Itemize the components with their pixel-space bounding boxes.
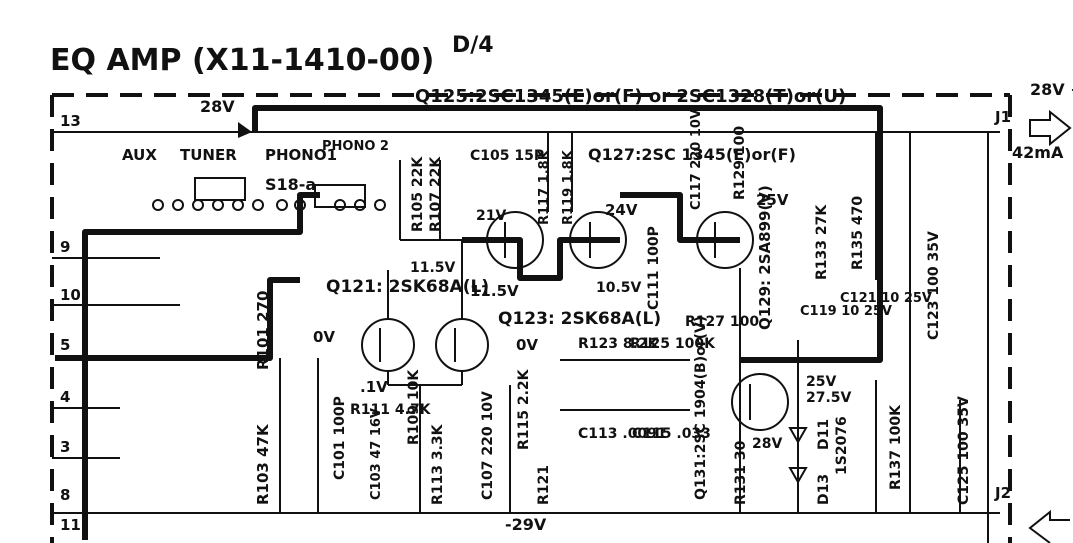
rail-arrow	[238, 122, 252, 138]
board-outline	[50, 93, 1012, 543]
svg-text:C123 100 35V: C123 100 35V	[926, 231, 942, 340]
aux-label: AUX	[122, 146, 157, 164]
svg-text:Q127:2SC 1345(E)or(F): Q127:2SC 1345(E)or(F)	[588, 145, 796, 164]
wiring	[279, 132, 989, 543]
svg-text:R135 470: R135 470	[850, 196, 866, 270]
svg-text:R137 100K: R137 100K	[888, 404, 904, 490]
svg-text:9: 9	[60, 238, 70, 256]
schematic-title: EQ AMP (X11-1410-00)	[50, 43, 434, 78]
svg-text:R111 4.7K: R111 4.7K	[350, 402, 432, 418]
svg-text:R107 22K: R107 22K	[428, 156, 444, 232]
svg-text:R105 22K: R105 22K	[410, 156, 426, 232]
svg-text:13: 13	[60, 112, 81, 130]
svg-text:R109 10K: R109 10K	[406, 369, 422, 445]
svg-text:C103 47 16V: C103 47 16V	[369, 408, 384, 500]
input-arrow-icon	[1028, 509, 1070, 543]
svg-text:1S2076: 1S2076	[834, 416, 850, 475]
transistor-q131: Q131:2SC 1904(B)or(V)	[693, 316, 789, 500]
svg-text:Q121: 2SK68A(L): Q121: 2SK68A(L)	[326, 277, 489, 297]
svg-text:5: 5	[60, 336, 70, 354]
supply-current: 42mA	[1012, 143, 1064, 162]
svg-text:11: 11	[60, 516, 81, 534]
svg-text:C113 .0091: C113 .0091	[578, 426, 667, 442]
svg-text:25V: 25V	[756, 191, 789, 209]
svg-text:10: 10	[60, 286, 81, 304]
svg-text:C125 100 35V: C125 100 35V	[956, 396, 972, 505]
svg-text:C117 220 10V: C117 220 10V	[689, 109, 704, 210]
svg-text:25V: 25V	[806, 374, 836, 390]
svg-text:C105 15P: C105 15P	[470, 148, 544, 164]
tuner-label: TUNER	[180, 146, 237, 164]
svg-text:4: 4	[60, 388, 70, 406]
svg-text:21V: 21V	[476, 208, 506, 224]
phono2-label: PHONO 2	[322, 139, 389, 154]
diodes: D11 D13 1S2076	[788, 416, 850, 505]
svg-text:R125 100K: R125 100K	[630, 336, 716, 352]
svg-text:C119 10 25V: C119 10 25V	[800, 304, 892, 319]
transistor-q121: Q121: 2SK68A(L)	[326, 277, 489, 372]
svg-text:C121 10 25V: C121 10 25V	[840, 291, 932, 306]
jack-j2: J2	[994, 484, 1011, 502]
svg-text:R127 100: R127 100	[685, 314, 759, 330]
svg-text:11.5V: 11.5V	[470, 282, 519, 300]
svg-text:24V: 24V	[605, 201, 638, 219]
resistor-labels: R101 270 R103 47K R105 22K R107 22K R111…	[254, 126, 904, 505]
svg-text:R115 2.2K: R115 2.2K	[516, 368, 532, 450]
header-transistor-label: Q125:2SC1345(E)or(F) or 2SC1328(T)or(U)	[415, 86, 846, 107]
svg-text:C111 100P: C111 100P	[646, 226, 662, 310]
pin-labels: 13 9 10 5 4 3 8 11	[60, 112, 81, 534]
signal-path	[55, 105, 883, 540]
svg-text:.1V: .1V	[360, 378, 388, 396]
svg-text:11.5V: 11.5V	[410, 260, 456, 276]
svg-text:0V: 0V	[516, 336, 538, 354]
phono1-label: PHONO1	[265, 146, 337, 164]
svg-text:R101 270: R101 270	[254, 291, 272, 370]
output-arrow-icon	[1029, 109, 1072, 147]
svg-text:C115 .033: C115 .033	[632, 426, 711, 442]
svg-text:C101 100P: C101 100P	[332, 396, 348, 480]
svg-text:27.5V: 27.5V	[806, 390, 852, 406]
svg-text:R119 1.8K: R119 1.8K	[561, 149, 576, 225]
neg-rail-voltage: -29V	[505, 515, 547, 534]
voltage-annotations: 0V 0V .1V 11.5V 11.5V 10.5V 21V 24V 25V …	[313, 191, 852, 452]
jack-j1: J1	[994, 108, 1011, 126]
supply-voltage: 28V +B	[1030, 80, 1073, 99]
svg-text:Q131:2SC 1904(B)or(V): Q131:2SC 1904(B)or(V)	[693, 316, 709, 500]
svg-text:28V: 28V	[752, 436, 782, 452]
svg-text:R103 47K: R103 47K	[254, 423, 272, 505]
svg-text:R129 100: R129 100	[732, 126, 748, 200]
svg-text:R133 27K: R133 27K	[814, 204, 830, 280]
svg-text:8: 8	[60, 486, 70, 504]
svg-text:D11: D11	[816, 419, 832, 450]
svg-text:D13: D13	[816, 474, 832, 505]
transistor-q129: Q129: 2SA899(V)	[696, 185, 774, 330]
svg-text:10.5V: 10.5V	[596, 280, 642, 296]
svg-text:Q129: 2SA899(V): Q129: 2SA899(V)	[756, 185, 774, 330]
pin-wires	[52, 257, 180, 459]
switch-label: S18-a	[265, 175, 316, 194]
transistor-q125	[486, 211, 544, 269]
svg-text:Q123: 2SK68A(L): Q123: 2SK68A(L)	[498, 309, 661, 329]
svg-text:R123 8.2K: R123 8.2K	[578, 336, 660, 352]
input-selector-switch: AUX TUNER PHONO1 PHONO 2 S18-a	[122, 139, 389, 211]
svg-text:R113 3.3K: R113 3.3K	[430, 423, 446, 505]
transistor-q127: Q127:2SC 1345(E)or(F)	[569, 145, 796, 269]
svg-text:R121: R121	[536, 465, 552, 505]
svg-text:0V: 0V	[313, 328, 335, 346]
page-number: D/4	[452, 33, 494, 58]
svg-text:3: 3	[60, 438, 70, 456]
rail-voltage: 28V	[200, 97, 235, 116]
svg-text:C107 220 10V: C107 220 10V	[480, 391, 496, 500]
